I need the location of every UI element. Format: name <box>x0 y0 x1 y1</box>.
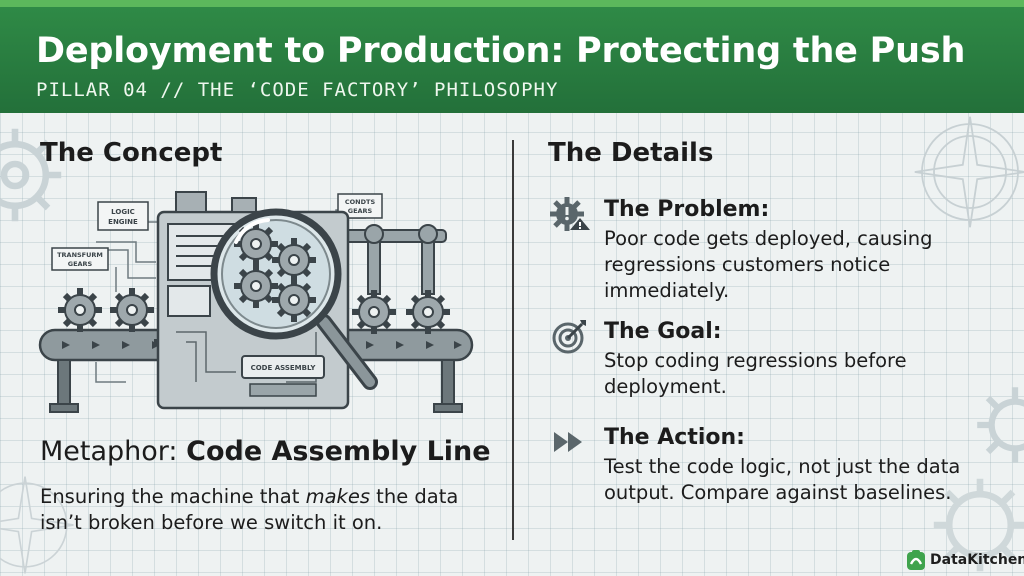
details-heading: The Details <box>548 138 714 168</box>
metaphor-line: Metaphor: Code Assembly Line <box>40 436 491 467</box>
column-divider <box>512 140 514 540</box>
problem-title: The Problem: <box>604 197 770 222</box>
concept-description: Ensuring the machine that makes the data… <box>40 485 459 534</box>
brand-name: DataKitchen <box>930 552 1024 568</box>
background-compass-icon <box>914 116 1024 228</box>
svg-text:GEARS: GEARS <box>348 207 373 215</box>
target-icon <box>552 320 586 354</box>
svg-text:CODE ASSEMBLY: CODE ASSEMBLY <box>251 364 317 372</box>
datakitchen-logo-icon <box>907 550 925 570</box>
page-title: Deployment to Production: Protecting the… <box>36 31 966 71</box>
header-accent-bar <box>0 0 1024 7</box>
background-gear-icon <box>0 128 62 222</box>
svg-text:TRANSFURM: TRANSFURM <box>57 251 103 259</box>
concept-heading: The Concept <box>40 138 223 168</box>
page-subtitle: PILLAR 04 // THE ‘CODE FACTORY’ PHILOSOP… <box>36 79 559 101</box>
header-banner: Deployment to Production: Protecting the… <box>0 7 1024 113</box>
logic-engine-label: LOGIC ENGINE <box>97 201 149 231</box>
action-body: Test the code logic, not just the data o… <box>604 455 961 504</box>
fast-forward-icon <box>554 432 582 452</box>
svg-text:ENGINE: ENGINE <box>108 218 138 226</box>
background-gear-icon <box>933 478 1024 572</box>
goal-title: The Goal: <box>604 319 722 344</box>
svg-text:GEARS: GEARS <box>68 260 93 268</box>
transform-gears-label: TRANSFURM GEARS <box>51 247 109 271</box>
magnifying-glass-icon <box>210 208 378 390</box>
goal-body: Stop coding regressions before deploymen… <box>604 349 907 398</box>
background-gear-icon <box>977 387 1024 463</box>
action-title: The Action: <box>604 425 745 450</box>
gear-warning-icon <box>550 197 590 231</box>
metaphor-name: Code Assembly Line <box>186 436 491 467</box>
problem-body: Poor code gets deployed, causing regress… <box>604 227 933 302</box>
background-compass-icon <box>0 476 74 574</box>
datakitchen-logo: DataKitchen <box>906 548 1024 572</box>
svg-text:LOGIC: LOGIC <box>111 208 135 216</box>
assembly-line-illustration: LOGIC ENGINE TRANSFURM GEARS CONDTS GEAR… <box>38 191 474 413</box>
svg-text:CONDTS: CONDTS <box>345 198 376 206</box>
code-assembly-panel <box>241 355 325 379</box>
